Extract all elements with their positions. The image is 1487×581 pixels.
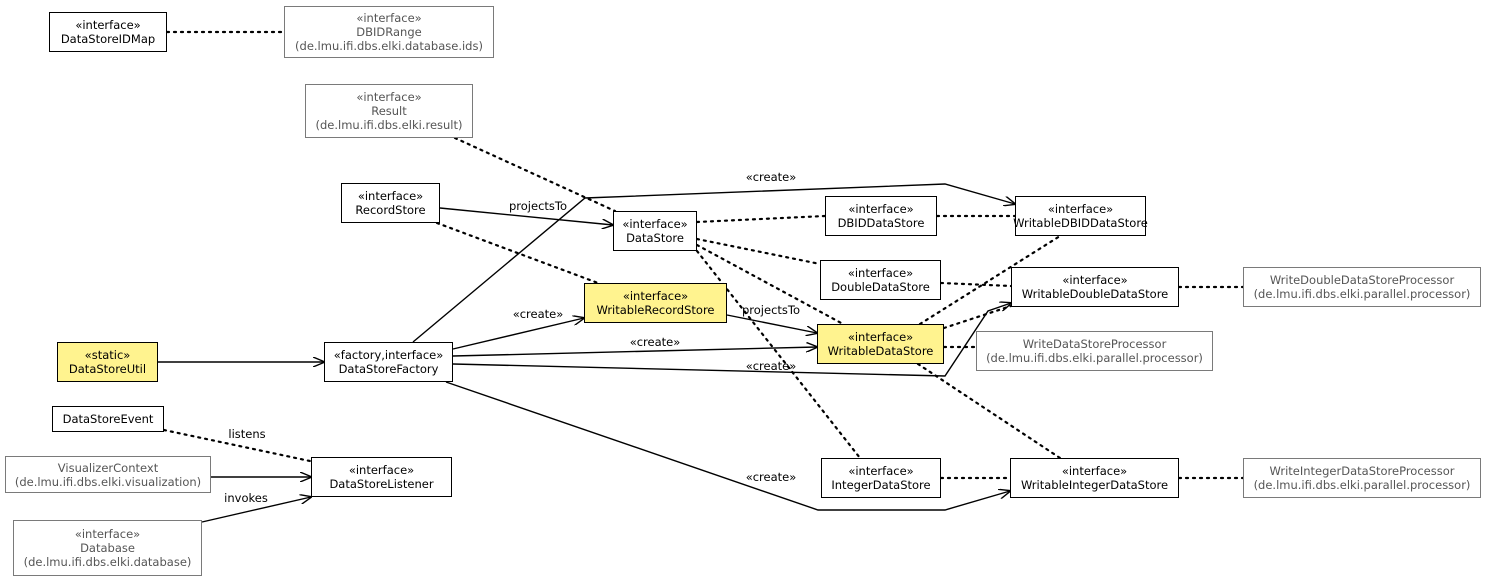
class-writable-data-store[interactable]: «interface»WritableDataStore (817, 324, 944, 364)
stereotype-label: «static» (84, 348, 131, 362)
edge-label: invokes (224, 491, 268, 505)
edge-data-store-to-writable-data-store (695, 243, 845, 326)
class-data-store-id-map[interactable]: «interface»DataStoreIDMap (49, 12, 167, 52)
class-data-store-factory[interactable]: «factory,interface»DataStoreFactory (324, 342, 453, 382)
class-integer-data-store[interactable]: «interface»IntegerDataStore (821, 458, 941, 498)
edge-label: «create» (746, 359, 797, 373)
edge-record-store-to-writable-record-store (435, 221, 600, 285)
class-name: VisualizerContext (57, 460, 159, 475)
class-write-integer-data-store-processor[interactable]: WriteIntegerDataStoreProcessor(de.lmu.if… (1243, 458, 1481, 498)
edge-data-store-factory-to-writable-record-store (452, 318, 584, 350)
class-writable-double-data-store[interactable]: «interface»WritableDoubleDataStore (1011, 267, 1179, 307)
class-name: WritableDBIDDataStore (1013, 216, 1148, 230)
class-name: DBIDDataStore (837, 216, 925, 230)
class-data-store[interactable]: «interface»DataStore (613, 211, 697, 251)
stereotype-label: «interface» (847, 266, 914, 280)
edge-label: projectsTo (509, 199, 567, 213)
class-name: Result (371, 104, 407, 118)
package-label: (de.lmu.ifi.dbs.elki.database) (23, 555, 192, 569)
class-name: WriteIntegerDataStoreProcessor (1269, 464, 1455, 478)
class-visualizer-context[interactable]: VisualizerContext(de.lmu.ifi.dbs.elki.vi… (5, 456, 211, 493)
class-name: WritableDataStore (827, 344, 934, 358)
class-name: DataStoreIDMap (60, 32, 156, 46)
edge-data-store-event-to-data-store-listener (162, 428, 326, 466)
class-name: Database (80, 541, 135, 555)
class-result[interactable]: «interface»Result(de.lmu.ifi.dbs.elki.re… (305, 84, 473, 138)
class-write-double-data-store-processor[interactable]: WriteDoubleDataStoreProcessor(de.lmu.ifi… (1243, 267, 1481, 307)
class-name: DBIDRange (356, 25, 422, 39)
class-name: WriteDoubleDataStoreProcessor (1269, 273, 1455, 287)
class-name: WriteDataStoreProcessor (1022, 337, 1167, 351)
class-data-store-event[interactable]: DataStoreEvent (52, 406, 164, 432)
class-database[interactable]: «interface»Database(de.lmu.ifi.dbs.elki.… (13, 520, 202, 576)
edge-label: projectsTo (742, 303, 800, 317)
class-name: DataStoreUtil (68, 362, 147, 376)
stereotype-label: «interface» (1061, 464, 1128, 478)
edge-label: «create» (746, 170, 797, 184)
stereotype-label: «interface» (356, 90, 422, 104)
edge-data-store-to-double-data-store (695, 237, 822, 266)
stereotype-label: «interface» (847, 330, 914, 344)
stereotype-label: «interface» (74, 527, 141, 541)
class-write-data-store-processor[interactable]: WriteDataStoreProcessor(de.lmu.ifi.dbs.e… (976, 331, 1213, 371)
class-name: IntegerDataStore (831, 478, 931, 492)
stereotype-label: «interface» (622, 289, 689, 303)
edge-data-store-factory-to-writable-integer-data-store (445, 381, 1010, 511)
class-name: WritableDoubleDataStore (1021, 287, 1169, 301)
edge-data-store-factory-to-writable-data-store (452, 347, 817, 357)
class-double-data-store[interactable]: «interface»DoubleDataStore (820, 260, 941, 300)
package-label: (de.lmu.ifi.dbs.elki.visualization) (14, 474, 202, 489)
class-writable-record-store[interactable]: «interface»WritableRecordStore (584, 283, 727, 323)
edge-label: «create» (513, 307, 564, 321)
class-data-store-util[interactable]: «static»DataStoreUtil (57, 342, 158, 382)
class-writable-dbid-data-store[interactable]: «interface»WritableDBIDDataStore (1013, 196, 1148, 236)
class-name: DataStoreEvent (62, 412, 154, 426)
stereotype-label: «interface» (848, 464, 914, 478)
class-name: DataStoreFactory (338, 362, 439, 376)
edge-data-store-factory-to-writable-dbid-data-store (412, 183, 1015, 343)
class-record-store[interactable]: «interface»RecordStore (341, 183, 440, 223)
stereotype-label: «interface» (848, 202, 914, 216)
edge-record-store-to-data-store (439, 207, 613, 225)
edge-double-data-store-to-writable-double-data-store (939, 281, 1013, 288)
class-name: DataStore (626, 231, 684, 245)
class-name: WritableRecordStore (596, 303, 715, 317)
edge-data-store-factory-to-writable-double-data-store (452, 303, 1011, 377)
package-label: (de.lmu.ifi.dbs.elki.result) (315, 118, 463, 132)
edge-label: listens (228, 427, 265, 441)
stereotype-label: «interface» (1062, 273, 1128, 287)
stereotype-label: «interface» (356, 11, 422, 25)
edge-writable-record-store-to-writable-data-store (726, 314, 817, 333)
edge-label: «create» (630, 335, 681, 349)
class-name: DataStoreListener (329, 477, 434, 491)
class-dbid-data-store[interactable]: «interface»DBIDDataStore (825, 196, 937, 236)
package-label: (de.lmu.ifi.dbs.elki.database.ids) (295, 39, 483, 53)
class-name: DoubleDataStore (831, 280, 930, 294)
stereotype-label: «interface» (75, 18, 141, 32)
edge-writable-data-store-to-writable-dbid-data-store (918, 234, 1062, 326)
package-label: (de.lmu.ifi.dbs.elki.parallel.processor) (1253, 287, 1471, 301)
edge-label: «create» (746, 470, 797, 484)
class-data-store-listener[interactable]: «interface»DataStoreListener (311, 457, 452, 497)
package-label: (de.lmu.ifi.dbs.elki.parallel.processor) (986, 351, 1203, 365)
class-name: WritableIntegerDataStore (1020, 478, 1169, 492)
stereotype-label: «interface» (357, 189, 424, 203)
edge-writable-data-store-to-writable-double-data-store (942, 304, 1013, 330)
class-dbid-range[interactable]: «interface»DBIDRange(de.lmu.ifi.dbs.elki… (284, 6, 494, 58)
stereotype-label: «interface» (622, 217, 688, 231)
class-name: RecordStore (355, 203, 426, 217)
edge-result-to-data-store (453, 136, 617, 213)
package-label: (de.lmu.ifi.dbs.elki.parallel.processor) (1253, 478, 1471, 492)
edge-writable-data-store-to-writable-integer-data-store (916, 362, 1062, 460)
class-writable-integer-data-store[interactable]: «interface»WritableIntegerDataStore (1010, 458, 1179, 498)
edge-data-store-to-dbid-data-store (695, 214, 827, 224)
stereotype-label: «interface» (1047, 202, 1114, 216)
edge-database-to-data-store-listener (201, 497, 311, 523)
stereotype-label: «factory,interface» (333, 348, 444, 362)
stereotype-label: «interface» (348, 463, 415, 477)
